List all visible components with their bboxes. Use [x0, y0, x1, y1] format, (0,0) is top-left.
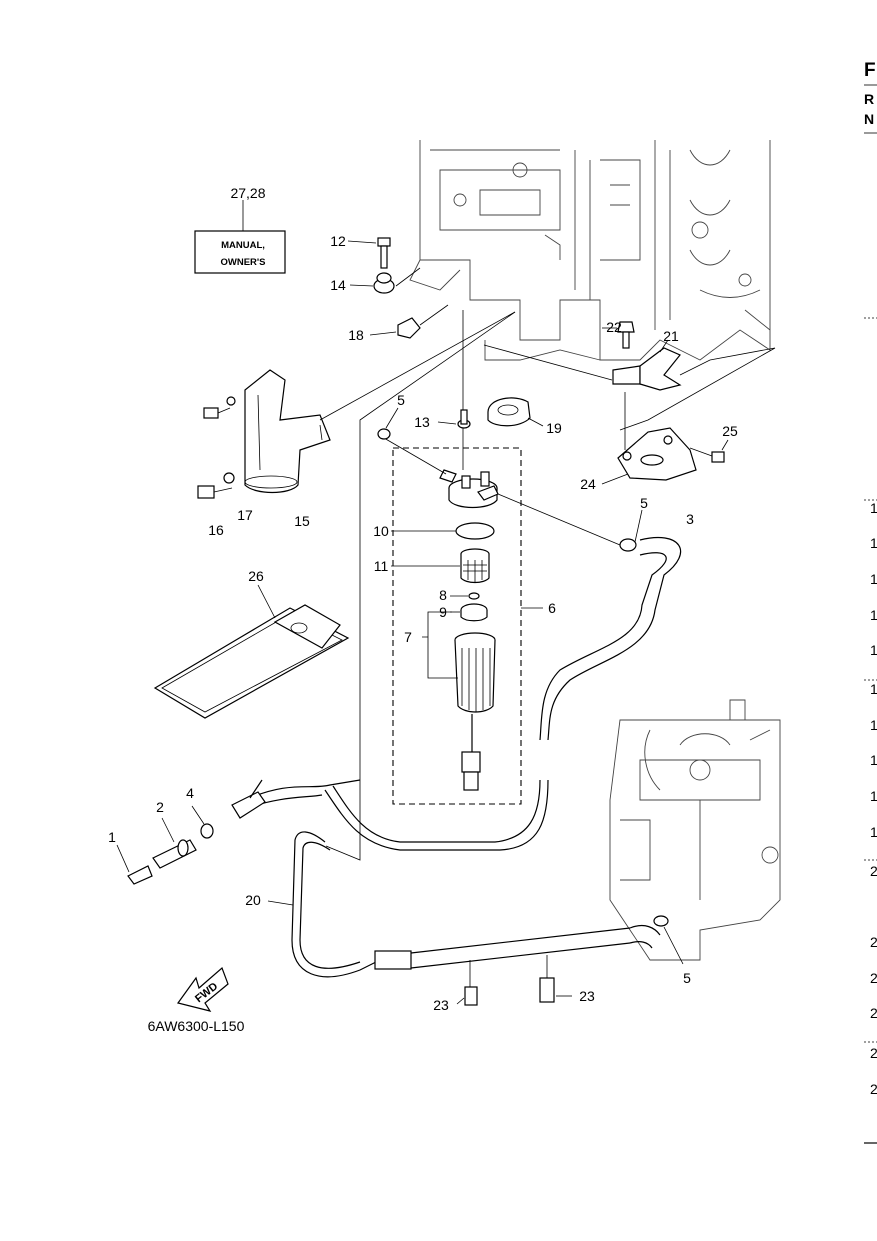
owners-manual-box: MANUAL, OWNER'S — [194, 200, 286, 274]
washer-17 — [223, 472, 235, 484]
edge-mark: 2 — [870, 1045, 877, 1061]
callout-8: 8 — [439, 587, 447, 603]
callout-19: 19 — [546, 420, 562, 436]
callouts: 27,28 12 14 18 5 13 19 16 17 15 10 11 26… — [108, 185, 738, 1034]
callout-16: 16 — [208, 522, 224, 538]
clamp-5-left — [377, 407, 399, 440]
edge-mark: 1 — [870, 535, 877, 551]
right-edge-column: F R N 1 1 1 1 1 1 1 1 1 1 2 2 2 2 2 2 — [864, 60, 877, 1144]
edge-mark: 1 — [870, 824, 877, 840]
screw-16 — [197, 485, 233, 499]
hose-20 — [239, 779, 661, 978]
leader-long-left — [325, 311, 516, 861]
holder-26 — [153, 584, 350, 719]
filter-cup-7 — [454, 632, 496, 791]
leader-bracket — [319, 311, 516, 421]
callout-20: 20 — [245, 892, 261, 908]
hose-3 — [324, 536, 682, 851]
callout-23-right: 23 — [579, 988, 595, 1004]
edge-mark: 2 — [870, 1005, 877, 1021]
edge-mark: 1 — [870, 788, 877, 804]
callout-22: 22 — [606, 319, 622, 335]
edge-letter-r: R — [864, 91, 874, 107]
callout-5-upper: 5 — [640, 495, 648, 511]
grommet-14 — [349, 267, 421, 294]
oring-8 — [468, 592, 480, 600]
clip-23-right — [539, 955, 572, 1003]
edge-mark: 1 — [870, 681, 877, 697]
manual-line2: OWNER'S — [220, 257, 265, 268]
callout-23-left: 23 — [433, 997, 449, 1013]
bolt-22 — [602, 321, 635, 349]
leader-21-lines — [483, 344, 776, 450]
callout-14: 14 — [330, 277, 346, 293]
callout-9: 9 — [439, 604, 447, 620]
powerhead-drawing — [609, 699, 781, 961]
float-9 — [450, 603, 488, 622]
callout-13: 13 — [414, 414, 430, 430]
callout-11: 11 — [374, 558, 389, 574]
leader-5-lower — [663, 926, 684, 965]
callout-17: 17 — [237, 507, 253, 523]
edge-mark: 2 — [870, 934, 877, 950]
bracket-15 — [244, 369, 331, 494]
bracket-7 — [422, 611, 458, 679]
bolt-13 — [437, 409, 471, 429]
callout-24: 24 — [580, 476, 596, 492]
callout-26: 26 — [248, 568, 264, 584]
clip-4 — [191, 805, 214, 839]
engine-block-drawing — [409, 140, 771, 361]
callout-7: 7 — [404, 629, 412, 645]
bracket-21 — [612, 339, 682, 391]
edge-letter-n: N — [864, 111, 874, 127]
edge-mark: 1 — [870, 571, 877, 587]
upper-screw — [203, 396, 236, 419]
callout-10: 10 — [373, 523, 389, 539]
filter-element-11 — [391, 548, 490, 584]
plug-1 — [116, 844, 153, 885]
filter-head — [383, 437, 621, 546]
edge-letter-f: F — [864, 60, 876, 81]
callout-15: 15 — [294, 513, 310, 529]
joint-fitting — [231, 779, 266, 819]
callout-3: 3 — [686, 511, 694, 527]
edge-mark: 2 — [870, 1081, 877, 1097]
edge-mark: 1 — [870, 500, 877, 516]
callout-18: 18 — [348, 327, 364, 343]
clip-19 — [487, 397, 544, 427]
callout-5-lower: 5 — [683, 970, 691, 986]
bolt-12 — [347, 237, 391, 269]
callout-12: 12 — [330, 233, 346, 249]
bracket-24 — [601, 427, 697, 485]
diagram-code: 6AW6300-L150 — [148, 1018, 245, 1034]
bolt-25 — [689, 439, 729, 463]
callout-27-28: 27,28 — [230, 185, 265, 201]
oring-10 — [455, 522, 495, 540]
manual-line1: MANUAL, — [221, 240, 265, 251]
callout-5-left: 5 — [397, 392, 405, 408]
clip-23-left — [456, 960, 478, 1006]
fwd-arrow: FWD — [176, 966, 229, 1012]
callout-25: 25 — [722, 423, 738, 439]
clamp-5-upper — [619, 509, 643, 552]
callout-6: 6 — [548, 600, 556, 616]
edge-mark: 1 — [870, 752, 877, 768]
callout-1: 1 — [108, 829, 116, 845]
callout-4: 4 — [186, 785, 194, 801]
edge-mark: 1 — [870, 607, 877, 623]
callout-2: 2 — [156, 799, 164, 815]
clamp-18 — [369, 304, 449, 339]
edge-mark: 1 — [870, 717, 877, 733]
connector-2 — [152, 817, 197, 869]
edge-mark: 2 — [870, 970, 877, 986]
clamp-5-lower — [653, 915, 669, 927]
callout-21: 21 — [663, 328, 679, 344]
edge-mark: 2 — [870, 863, 877, 879]
filter-assembly-box — [392, 447, 522, 805]
edge-mark: 1 — [870, 642, 877, 658]
